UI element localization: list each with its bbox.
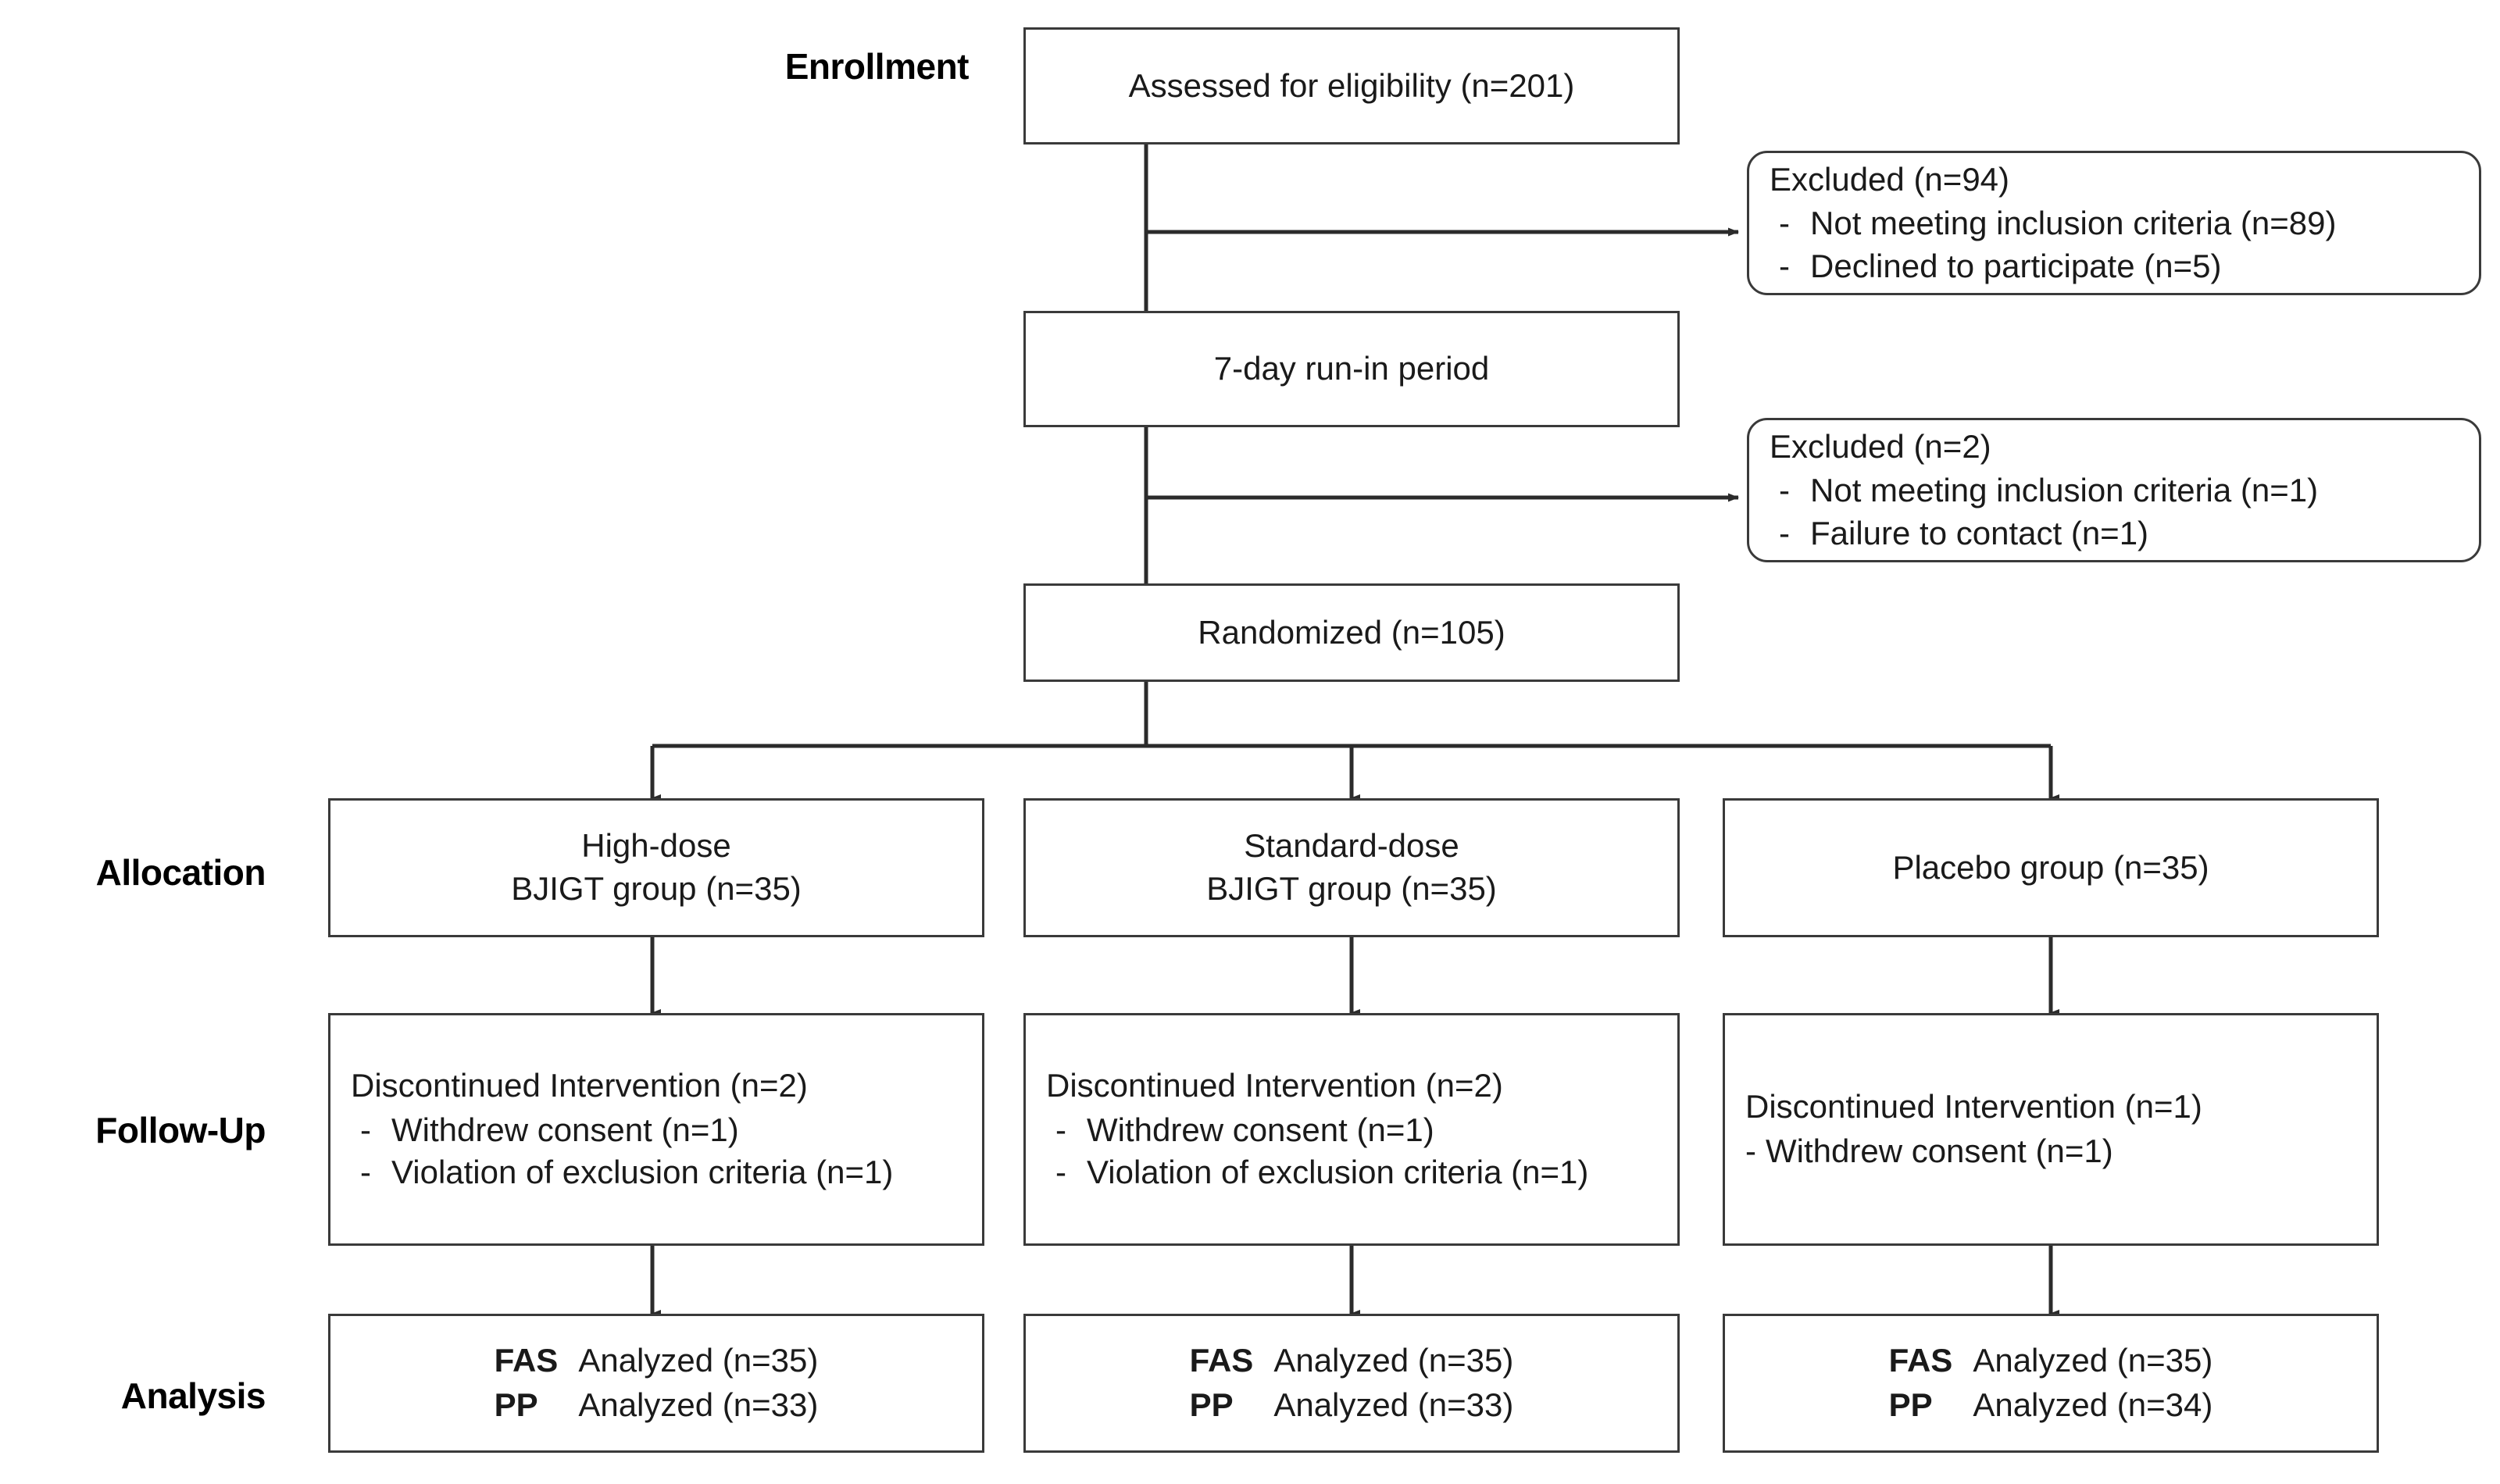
bullet-dash: - [360,1154,371,1191]
list-item: - Violation of exclusion criteria (n=1) [1046,1151,1657,1194]
followup-heading: Discontinued Intervention (n=2) [1046,1067,1503,1104]
list-item: - Not meeting inclusion criteria (n=89) [1770,202,2459,245]
list-item-text: Withdrew consent (n=1) [391,1111,739,1148]
allocation-line-1: High-dose [581,827,731,865]
allocation-line-1: Standard-dose [1244,827,1459,865]
analysis-value: Analyzed (n=35) [1273,1342,1514,1379]
box-excluded-1: Excluded (n=94) - Not meeting inclusion … [1747,151,2481,295]
list-item: - Declined to participate (n=5) [1770,245,2459,288]
analysis-value: Analyzed (n=33) [1273,1386,1514,1423]
bullet-dash: - [1779,514,1790,551]
bullet-dash: - [1779,472,1790,509]
bullet-dash: - [1779,205,1790,242]
allocation-line-2: BJIGT group (n=35) [511,870,802,907]
excluded-1-heading: Excluded (n=94) [1770,160,2010,198]
list-item: - Not meeting inclusion criteria (n=1) [1770,469,2459,512]
analysis-grid: FAS Analyzed (n=35) PP Analyzed (n=34) [1725,1340,2377,1426]
assessed-text: Assessed for eligibility (n=201) [1128,66,1575,104]
analysis-grid: FAS Analyzed (n=35) PP Analyzed (n=33) [1026,1340,1677,1426]
box-analysis-arm-3: FAS Analyzed (n=35) PP Analyzed (n=34) [1723,1314,2379,1453]
box-followup-arm-3: Discontinued Intervention (n=1) - Withdr… [1723,1013,2379,1246]
list-item: - Withdrew consent (n=1) [1046,1109,1657,1152]
box-followup-arm-1: Discontinued Intervention (n=2) - Withdr… [328,1013,984,1246]
followup-list: - Withdrew consent (n=1) [1745,1130,2356,1173]
bullet-dash: - [1055,1154,1066,1191]
box-run-in-period: 7-day run-in period [1023,311,1680,427]
analysis-grid: FAS Analyzed (n=35) PP Analyzed (n=33) [330,1340,982,1426]
list-item-text: Declined to participate (n=5) [1810,247,2222,284]
list-item-text: Withdrew consent (n=1) [1766,1133,2113,1169]
box-followup-arm-2: Discontinued Intervention (n=2) - Withdr… [1023,1013,1680,1246]
excluded-2-heading: Excluded (n=2) [1770,427,1991,465]
analysis-value: Analyzed (n=33) [578,1386,819,1423]
allocation-line-1: Placebo group (n=35) [1892,848,2209,886]
allocation-line-2: BJIGT group (n=35) [1206,870,1497,907]
list-item-text: Failure to contact (n=1) [1810,514,2149,551]
box-assessed-for-eligibility: Assessed for eligibility (n=201) [1023,27,1680,144]
followup-heading: Discontinued Intervention (n=1) [1745,1088,2202,1125]
analysis-tag: PP [494,1386,538,1423]
list-item: - Withdrew consent (n=1) [1745,1130,2356,1173]
analysis-tag: FAS [1888,1342,1953,1379]
randomized-text: Randomized (n=105) [1198,613,1505,651]
bullet-dash: - [360,1111,371,1148]
list-item: - Failure to contact (n=1) [1770,512,2459,555]
stage-label-followup: Follow-Up [95,1110,266,1150]
analysis-tag: FAS [1189,1342,1254,1379]
box-excluded-2: Excluded (n=2) - Not meeting inclusion c… [1747,418,2481,562]
analysis-value: Analyzed (n=35) [578,1342,819,1379]
list-item-text: Violation of exclusion criteria (n=1) [1087,1154,1589,1191]
list-item-text: Not meeting inclusion criteria (n=89) [1810,205,2337,242]
bullet-dash: - [1779,247,1790,284]
excluded-2-list: - Not meeting inclusion criteria (n=1) -… [1770,469,2459,555]
stage-label-analysis: Analysis [120,1375,266,1416]
stage-label-enrollment: Enrollment [784,46,970,87]
followup-list: - Withdrew consent (n=1) - Violation of … [351,1109,962,1194]
analysis-tag: PP [1888,1386,1933,1423]
list-item: - Withdrew consent (n=1) [351,1109,962,1152]
box-allocation-arm-1: High-dose BJIGT group (n=35) [328,798,984,937]
bullet-dash: - [1055,1111,1066,1148]
list-item: - Violation of exclusion criteria (n=1) [351,1151,962,1194]
list-item-text: Violation of exclusion criteria (n=1) [391,1154,894,1191]
box-analysis-arm-1: FAS Analyzed (n=35) PP Analyzed (n=33) [328,1314,984,1453]
box-allocation-arm-2: Standard-dose BJIGT group (n=35) [1023,798,1680,937]
followup-list: - Withdrew consent (n=1) - Violation of … [1046,1109,1657,1194]
analysis-tag: PP [1189,1386,1234,1423]
analysis-tag: FAS [494,1342,559,1379]
box-allocation-arm-3: Placebo group (n=35) [1723,798,2379,937]
list-item-text: Withdrew consent (n=1) [1087,1111,1434,1148]
box-analysis-arm-2: FAS Analyzed (n=35) PP Analyzed (n=33) [1023,1314,1680,1453]
run-in-text: 7-day run-in period [1213,350,1490,387]
stage-label-allocation: Allocation [95,852,266,893]
analysis-value: Analyzed (n=34) [1973,1386,2213,1423]
list-item-text: Not meeting inclusion criteria (n=1) [1810,472,2319,509]
analysis-value: Analyzed (n=35) [1973,1342,2213,1379]
bullet-dash: - [1745,1133,1756,1169]
followup-heading: Discontinued Intervention (n=2) [351,1067,808,1104]
excluded-1-list: - Not meeting inclusion criteria (n=89) … [1770,202,2459,287]
box-randomized: Randomized (n=105) [1023,583,1680,682]
